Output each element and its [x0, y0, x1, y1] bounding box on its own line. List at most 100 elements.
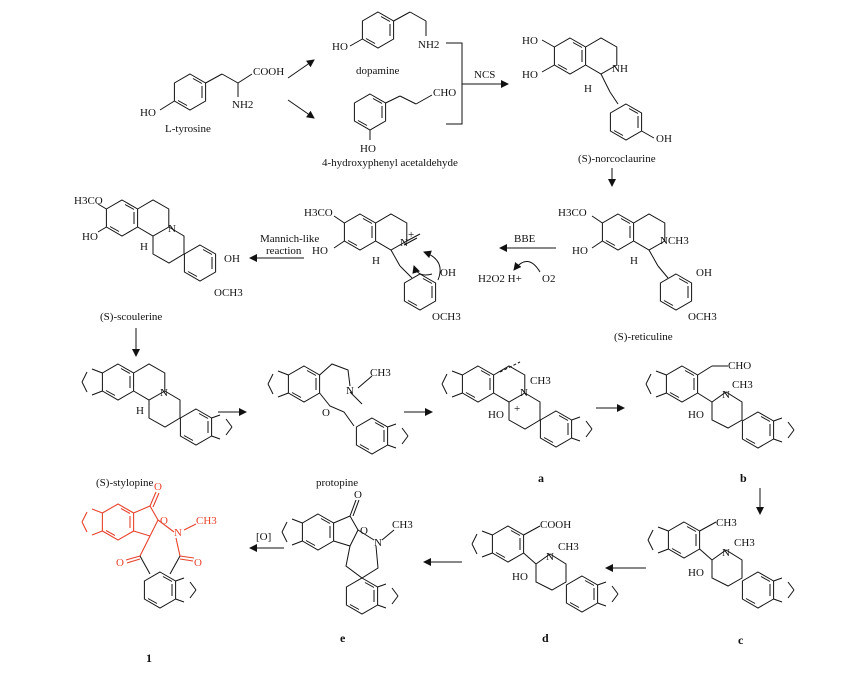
- stylopine-lower-ring: [179, 408, 213, 446]
- reticuline-lower-ring: [659, 273, 693, 311]
- label-hpaa: 4-hydroxyphenyl acetaldehyde: [322, 157, 458, 169]
- arrow-bbe-cofactor: [513, 261, 541, 273]
- tyrosine-cooh: COOH: [253, 66, 284, 78]
- arrow-tyrosine-to-dopamine: [287, 59, 315, 79]
- compound-e-ring-o: O: [360, 525, 368, 537]
- scoulerine-ho: HO: [82, 231, 98, 243]
- compound-1-ring-o: O: [160, 515, 168, 527]
- compound-c-ch3-top: CH3: [716, 517, 737, 529]
- iminium-h: H: [372, 255, 380, 267]
- reagent-ncs: NCS: [474, 69, 495, 81]
- stylopine-h: H: [136, 405, 144, 417]
- reagent-bbe: BBE: [514, 233, 536, 245]
- compound-e-mdo-right: [377, 583, 399, 609]
- scoulerine-structure: [97, 199, 185, 264]
- norcoclaurine-h: H: [584, 83, 592, 95]
- bracket: [446, 42, 463, 125]
- compound-c-ho: HO: [688, 567, 704, 579]
- l-tyrosine-structure: [159, 73, 253, 111]
- compound-d-structure: [471, 525, 567, 591]
- compound-e-carbonyl-o: O: [354, 489, 362, 501]
- protopine-ch3: CH3: [370, 367, 391, 379]
- norcoclaurine-nh: NH: [612, 63, 628, 75]
- norcoclaurine-ho-bottom: HO: [522, 69, 538, 81]
- reagent-mannich-1: Mannich-like: [260, 233, 319, 245]
- compound-1-structure: [81, 491, 197, 575]
- compound-c-lower-ring: [741, 571, 775, 609]
- reagent-mannich-2: reaction: [266, 245, 302, 257]
- reagent-o2: O2: [542, 273, 555, 285]
- iminium-h3co: H3CO: [304, 207, 333, 219]
- reticuline-och3: OCH3: [688, 311, 717, 323]
- electron-arrow-2: [412, 265, 433, 276]
- hpaa-structure: [353, 93, 433, 140]
- compound-e-n: N: [374, 537, 382, 549]
- label-l-tyrosine: L-tyrosine: [165, 123, 211, 135]
- compound-a-ch3: CH3: [530, 375, 551, 387]
- iminium-ho: HO: [312, 245, 328, 257]
- protopine-lower-ring: [355, 417, 389, 455]
- label-compound-b: b: [740, 471, 747, 485]
- scoulerine-lower-ring: [183, 244, 217, 282]
- compound-e-ch3: CH3: [392, 519, 413, 531]
- protopine-n: N: [346, 385, 354, 397]
- iminium-oh: OH: [440, 267, 456, 279]
- label-compound-d: d: [542, 631, 549, 645]
- compound-c-mdo-right: [773, 577, 795, 603]
- scoulerine-och3: OCH3: [214, 287, 243, 299]
- scoulerine-h3co: H3CO: [74, 195, 103, 207]
- label-norcoclaurine: (S)-norcoclaurine: [578, 153, 656, 165]
- norcoclaurine-ho-top: HO: [522, 35, 538, 47]
- compound-b-mdo-right: [773, 417, 795, 443]
- compound-1-imide-o: O: [194, 557, 202, 569]
- label-compound-a: a: [538, 471, 544, 485]
- label-scoulerine: (S)-scoulerine: [100, 311, 162, 323]
- compound-a-structure: [441, 361, 541, 430]
- dopamine-structure: [349, 11, 427, 49]
- compound-d-ho: HO: [512, 571, 528, 583]
- compound-d-lower-ring: [565, 575, 599, 613]
- hpaa-ho: HO: [360, 143, 376, 155]
- compound-a-mdo-right: [571, 416, 593, 442]
- iminium-intermediate-structure: [333, 213, 421, 279]
- iminium-lower-ring: [403, 273, 437, 311]
- reticuline-h: H: [630, 255, 638, 267]
- label-reticuline: (S)-reticuline: [614, 331, 673, 343]
- label-stylopine: (S)-stylopine: [96, 477, 154, 489]
- compound-1-ketone-o: O: [116, 557, 124, 569]
- compound-1-n: N: [174, 527, 182, 539]
- scoulerine-n: N: [168, 223, 176, 235]
- compound-1-mdo-right: [175, 577, 197, 603]
- protopine-mdo-right: [387, 423, 409, 449]
- compound-c-structure: [647, 521, 743, 587]
- reticuline-ho: HO: [572, 245, 588, 257]
- protopine-structure: [267, 363, 373, 427]
- reticuline-oh: OH: [696, 267, 712, 279]
- stylopine-n: N: [160, 387, 168, 399]
- norcoclaurine-phenol-ring: [609, 103, 643, 141]
- compound-1-carbonyl-o-top: O: [154, 481, 162, 493]
- label-dopamine: dopamine: [356, 65, 399, 77]
- norcoclaurine-structure: [541, 37, 619, 105]
- compound-d-ch3: CH3: [558, 541, 579, 553]
- reticuline-nch3: NCH3: [660, 235, 689, 247]
- reticuline-h3co: H3CO: [558, 207, 587, 219]
- label-compound-c: c: [738, 633, 744, 647]
- dopamine-nh2: NH2: [418, 39, 439, 51]
- compound-a-n: N: [520, 387, 528, 399]
- compound-b-ch3: CH3: [732, 379, 753, 391]
- compound-b-n: N: [722, 389, 730, 401]
- scoulerine-oh: OH: [224, 253, 240, 265]
- protopine-o: O: [322, 407, 330, 419]
- norcoclaurine-oh: OH: [656, 133, 672, 145]
- compound-d-cooh: COOH: [540, 519, 571, 531]
- compound-b-ho: HO: [688, 409, 704, 421]
- compound-b-lower-ring: [741, 411, 775, 449]
- compound-1-ch3: CH3: [196, 515, 217, 527]
- stylopine-structure: [81, 363, 181, 428]
- electron-arrow-1: [423, 250, 441, 281]
- label-compound-e: e: [340, 631, 346, 645]
- reagent-h2o2: H2O2 H+: [478, 273, 522, 285]
